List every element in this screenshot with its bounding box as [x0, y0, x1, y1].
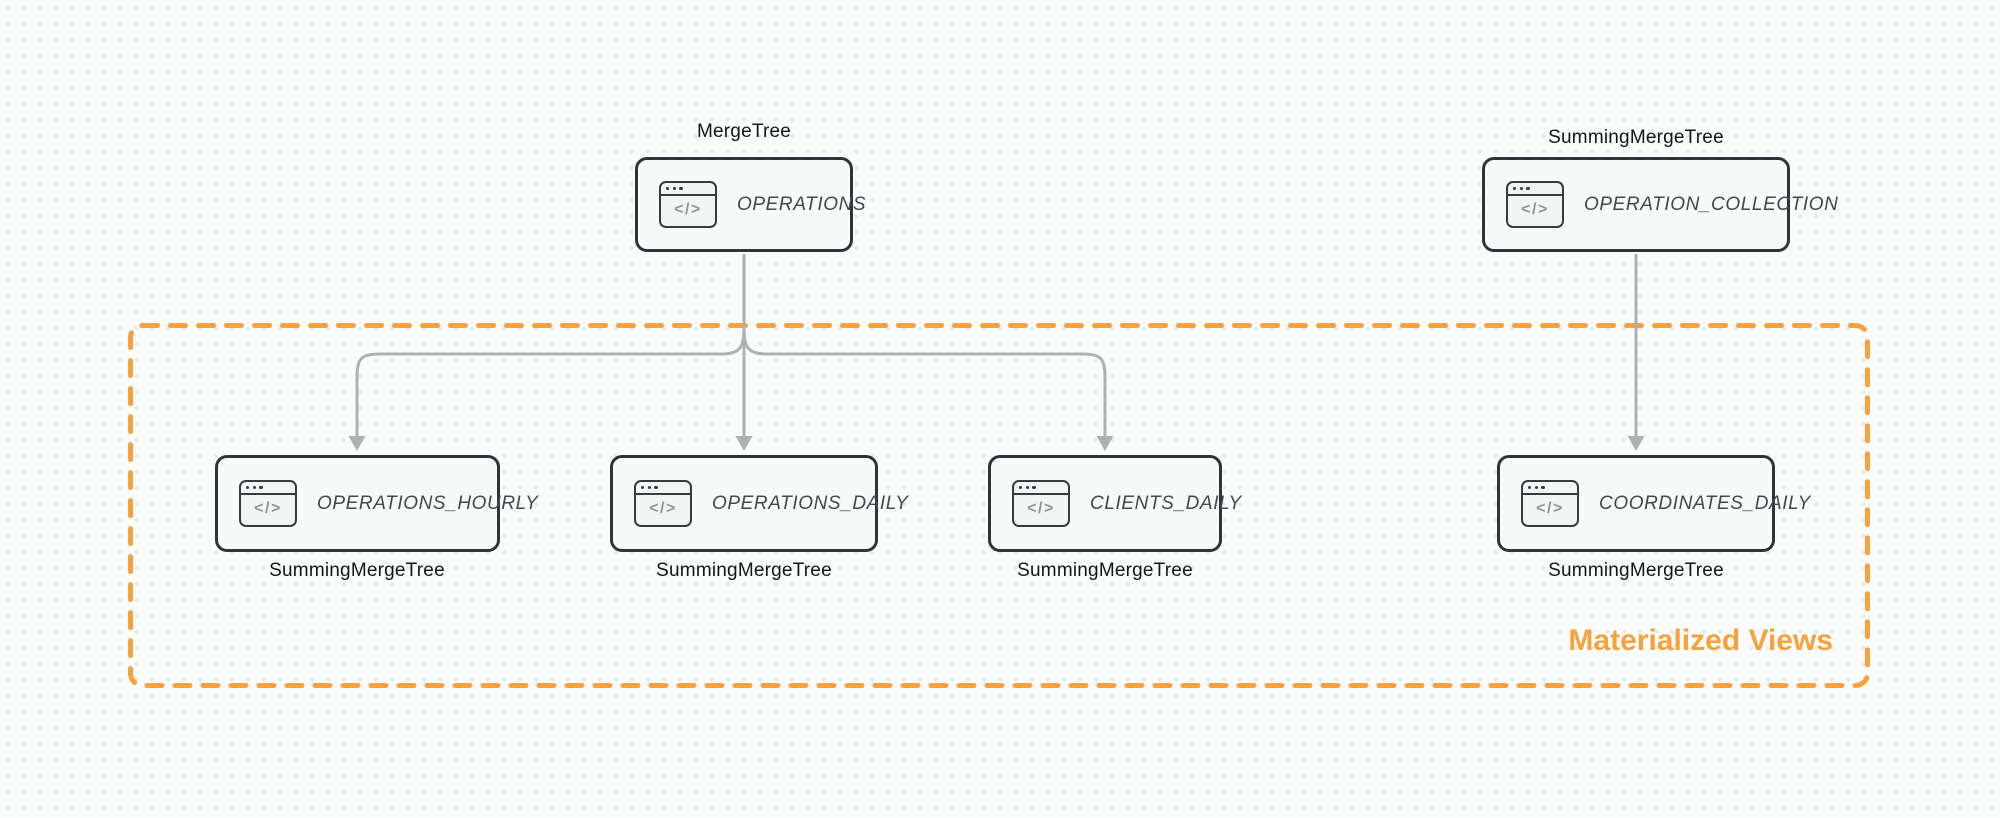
- code-window-icon: </>: [239, 480, 297, 527]
- code-window-icon: </>: [634, 480, 692, 527]
- table-node-operations-daily[interactable]: </> OPERATIONS_DAILY: [610, 455, 908, 552]
- table-name: OPERATION_COLLECTION: [1584, 193, 1839, 215]
- materialized-views-frame[interactable]: [128, 323, 1870, 688]
- code-window-icon-titlebar: [241, 482, 295, 495]
- materialized-views-group-title: Materialized Views: [1568, 624, 1833, 657]
- table-node-clients-daily[interactable]: </> CLIENTS_DAILY: [988, 455, 1241, 552]
- arrowhead-coordinates-daily: [1627, 436, 1645, 451]
- code-window-icon: </>: [659, 181, 717, 228]
- code-window-icon-titlebar: [1523, 482, 1577, 495]
- engine-label-operations: MergeTree: [696, 121, 792, 142]
- code-glyph: </>: [674, 201, 702, 218]
- engine-label-operation-collection: SummingMergeTree: [1548, 127, 1724, 148]
- engine-label-clients-daily: SummingMergeTree: [1017, 560, 1193, 581]
- table-name: COORDINATES_DAILY: [1599, 492, 1811, 514]
- code-glyph: </>: [1536, 500, 1564, 517]
- code-window-icon-titlebar: [1014, 482, 1068, 495]
- arrowhead-operations-hourly: [348, 436, 366, 451]
- table-node-operations-hourly[interactable]: </> OPERATIONS_HOURLY: [215, 455, 538, 552]
- table-name: CLIENTS_DAILY: [1090, 492, 1242, 514]
- table-node-operation-collection[interactable]: </> OPERATION_COLLECTION: [1482, 157, 1838, 252]
- code-window-icon-titlebar: [1508, 183, 1562, 196]
- arrowhead-clients-daily: [1096, 436, 1114, 451]
- arrow-operations-to-operations-hourly: [355, 327, 746, 437]
- engine-label-operations-hourly: SummingMergeTree: [269, 560, 445, 581]
- table-node-coordinates-daily[interactable]: </> COORDINATES_DAILY: [1497, 455, 1810, 552]
- code-window-icon: </>: [1012, 480, 1070, 527]
- code-glyph: </>: [254, 500, 282, 517]
- code-window-icon: </>: [1521, 480, 1579, 527]
- table-node-operations[interactable]: </> OPERATIONS: [635, 157, 866, 252]
- arrow-operations-fork: [355, 254, 1107, 437]
- code-glyph: </>: [1027, 500, 1055, 517]
- engine-label-coordinates-daily: SummingMergeTree: [1548, 560, 1724, 581]
- arrowheads: [348, 436, 1645, 451]
- code-window-icon-titlebar: [636, 482, 690, 495]
- arrowhead-operations-daily: [735, 436, 753, 451]
- code-glyph: </>: [1521, 201, 1549, 218]
- table-name: OPERATIONS_HOURLY: [317, 492, 539, 514]
- code-window-icon: </>: [1506, 181, 1564, 228]
- table-name: OPERATIONS_DAILY: [712, 492, 909, 514]
- engine-label-operations-daily: SummingMergeTree: [656, 560, 832, 581]
- table-name: OPERATIONS: [737, 193, 867, 215]
- arrow-operations-to-clients-daily: [742, 327, 1107, 437]
- code-window-icon-titlebar: [661, 183, 715, 196]
- code-glyph: </>: [649, 500, 677, 517]
